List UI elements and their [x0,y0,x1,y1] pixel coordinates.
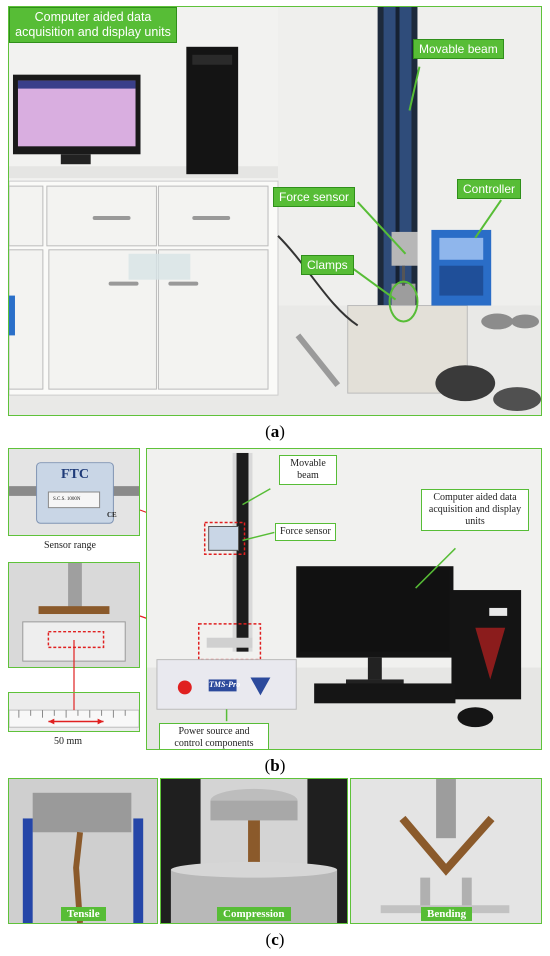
bending-illustration [351,779,541,923]
label-power-b: Power source and control components [159,723,269,749]
caption-letter-c: c [271,930,279,949]
tensile-illustration [9,779,157,923]
panel-a-illustration [9,7,541,415]
panel-c-tensile: Tensile [8,778,158,924]
sensor-range-plate: S.C.S. 1000N [53,497,81,502]
label-movable-beam-a: Movable beam [413,39,504,60]
label-sensor-range: Sensor range [44,540,96,551]
label-force-sensor-b: Force sensor [275,523,336,541]
panel-b-main-photo: Movable beam Force sensor Computer aided… [146,448,542,750]
base-brand: TMS-Pro [209,680,241,689]
fixture-inset-illustration [9,563,139,667]
caption-c: (c) [265,930,285,949]
panel-b-ruler-inset [8,692,140,732]
panel-a-photo: Computer aided data acquisition and disp… [8,6,542,416]
label-movable-beam-b: Movable beam [279,455,337,485]
label-force-sensor-a: Force sensor [273,187,356,208]
panel-b-sensor-inset: FTC S.C.S. 1000N CE [8,448,140,536]
caption-letter-b: b [270,756,280,775]
label-computer-b: Computer aided data acquisition and disp… [421,489,529,531]
sensor-brand: FTC [61,467,89,482]
panel-b-fixture-inset [8,562,140,668]
caption-b: (b) [264,756,286,775]
label-clamps-a: Clamps [301,255,354,276]
label-controller-a: Controller [457,179,522,200]
label-tensile: Tensile [61,907,106,921]
caption-a: (a) [265,422,285,441]
label-compression: Compression [217,907,291,921]
panel-c-compression: Compression [160,778,348,924]
compression-illustration [161,779,347,923]
sensor-inset-illustration [9,449,139,535]
caption-letter-a: a [270,422,280,441]
sensor-ce-mark: CE [107,511,117,519]
label-fifty-mm: 50 mm [54,736,83,747]
ruler-inset-illustration [9,693,139,731]
label-bending: Bending [421,907,473,921]
label-computer-a: Computer aided data acquisition and disp… [9,7,177,43]
panel-c-bending: Bending [350,778,542,924]
